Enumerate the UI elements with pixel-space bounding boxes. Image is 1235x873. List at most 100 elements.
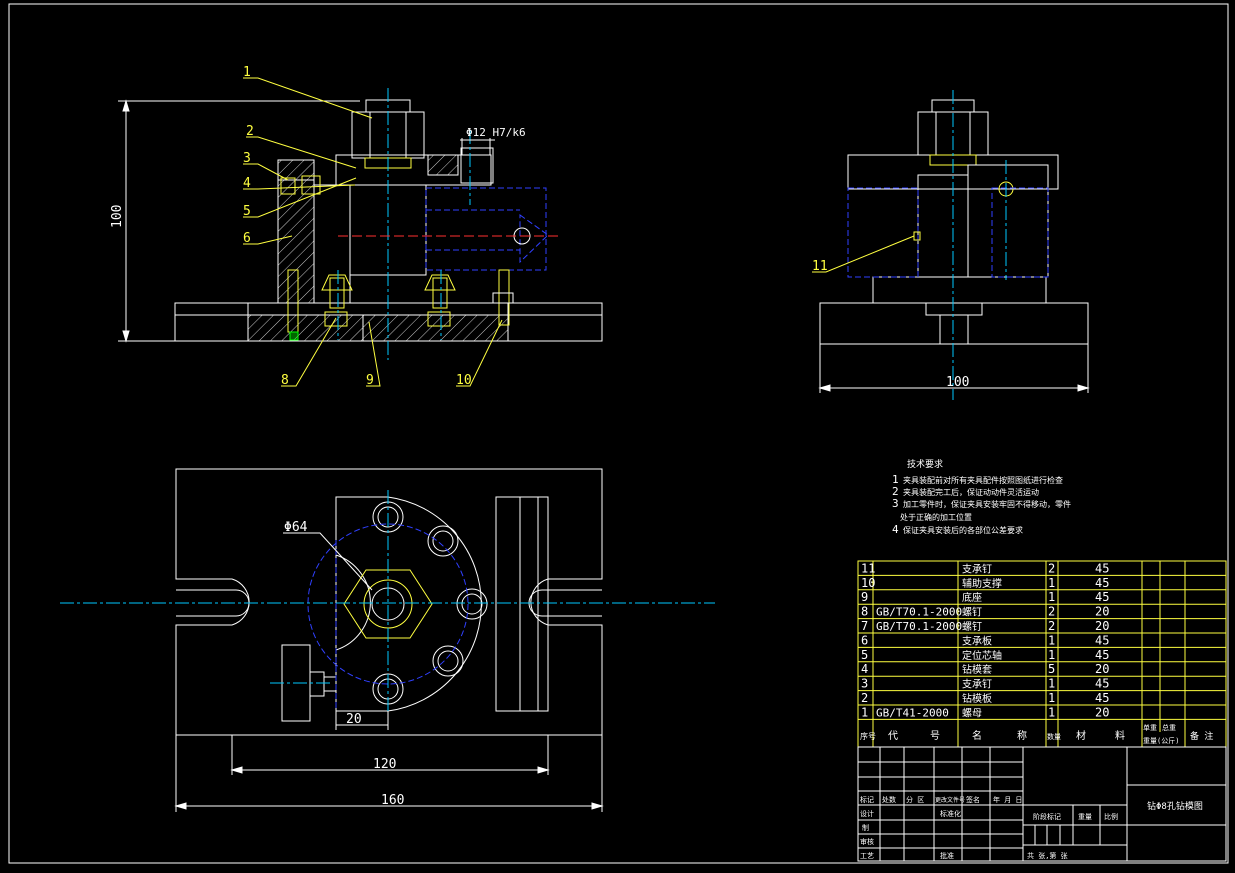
svg-text:比例: 比例 [1104,812,1118,821]
dim-outer-160: 160 [381,793,404,808]
svg-text:年 月 日: 年 月 日 [993,795,1022,804]
note-item-2: 2 夹具装配完工后，保证动动件灵活运动 [892,485,1039,498]
bom-cell-name: 螺母 [962,707,982,719]
note-item-3b: 处于正确的加工位置 [900,512,972,522]
drawing-title: 钻Φ8孔钻模图 [1147,800,1203,812]
note-item-4: 4 保证夹具安装后的各部位公差要求 [892,523,1023,536]
bom-cell-name: 钻模板 [962,692,992,705]
svg-text:标准化: 标准化 [940,809,961,818]
bom-cell-no: 10 [861,576,875,590]
bom-cell-mat: 45 [1095,633,1109,647]
side-view [818,90,1090,400]
bom-cell-no: 5 [861,648,868,662]
bom-cell-qty: 1 [1048,633,1055,647]
part-label-1: 1 [243,65,251,80]
part-label-5: 5 [243,204,251,219]
bom-cell-qty: 1 [1048,576,1055,590]
part-label-8: 8 [281,373,289,388]
dim-inner-120: 120 [373,757,396,772]
svg-text:标记: 标记 [860,795,874,804]
part-label-9: 9 [366,373,374,388]
bom-cell-name: 支承钉 [962,563,992,575]
svg-text:代: 代 [888,730,898,742]
bom-cell-mat: 45 [1095,576,1109,590]
svg-text:工艺: 工艺 [860,852,874,860]
svg-text:4: 4 [892,523,899,536]
support-plate [277,159,315,304]
part-label-2: 2 [246,124,254,139]
dim-height-100: 100 [110,205,125,228]
bom-cell-name: 支承板 [962,634,992,647]
dim-offset-20: 20 [346,712,362,727]
bom-cell-qty: 1 [1048,705,1055,719]
front-view [118,88,603,360]
svg-text:材: 材 [1076,729,1086,742]
bom-cell-no: 11 [861,561,875,575]
note-item-1: 1 夹具装配前对所有夹具配件按照图纸进行检查 [892,473,1063,486]
base-hatch-left [247,314,364,342]
svg-text:夹具装配前对所有夹具配件按照图纸进行检查: 夹具装配前对所有夹具配件按照图纸进行检查 [903,475,1063,485]
bom-cell-code: GB/T41-2000 [876,706,949,719]
bom-cell-qty: 1 [1048,648,1055,662]
bom-cell-no: 9 [861,590,868,604]
bom-cell-mat: 20 [1095,705,1109,719]
bom-cell-code: GB/T70.1-2000 [876,620,962,633]
front-part-labels: 1 2 3 4 5 6 8 9 10 100 Φ12 H7/k6 [110,65,526,388]
svg-text:夹具装配完工后，保证动动件灵活运动: 夹具装配完工后，保证动动件灵活运动 [903,487,1039,497]
bom-cell-no: 2 [861,691,868,705]
svg-text:重量(公斤): 重量(公斤) [1143,736,1179,745]
bom-cell-mat: 45 [1095,561,1109,575]
bom-cell-mat: 20 [1095,619,1109,633]
svg-text:保证夹具安装后的各部位公差要求: 保证夹具安装后的各部位公差要求 [903,525,1023,535]
svg-text:序号: 序号 [860,731,876,741]
drill-plate [335,154,492,186]
bom-cell-code: GB/T70.1-2000 [876,606,962,619]
svg-text:1: 1 [892,473,899,486]
svg-text:2: 2 [892,485,899,498]
bom-cell-no: 4 [861,662,868,676]
notes-heading: 技术要求 [907,458,943,470]
front-leaders [243,77,503,387]
svg-text:阶段标记: 阶段标记 [1033,812,1061,821]
side-base [819,302,1089,345]
svg-text:审核: 审核 [860,837,874,846]
drawing-border [8,3,1229,864]
bom-cell-no: 3 [861,677,868,691]
bom-cell-qty: 1 [1048,590,1055,604]
technical-notes: 技术要求 1 夹具装配前对所有夹具配件按照图纸进行检查 2 夹具装配完工后，保证动动… [892,458,1071,536]
bom-cell-qty: 5 [1048,662,1055,676]
bom-table [857,560,1227,748]
dim-bore-fit: Φ12 H7/k6 [466,126,526,139]
bom-cell-mat: 20 [1095,662,1109,676]
svg-text:签名: 签名 [966,795,980,804]
bom-cell-mat: 45 [1095,691,1109,705]
part-label-6: 6 [243,231,251,246]
bom-cell-name: 钻模套 [962,663,992,676]
top-view [60,468,715,812]
bom-cell-name: 螺钉 [962,621,982,633]
svg-text:处数: 处数 [882,795,896,804]
svg-text:更改文件号: 更改文件号 [935,796,965,804]
svg-text:号: 号 [930,730,940,742]
svg-text:3: 3 [892,497,899,510]
bom-cell-name: 螺钉 [962,607,982,619]
bom-cell-no: 7 [861,619,868,633]
bom-cell-name: 辅助支撑 [962,577,1002,590]
part-label-10: 10 [456,373,472,388]
svg-text:批准: 批准 [940,851,954,860]
bom-cell-qty: 2 [1048,605,1055,619]
bom-cell-no: 8 [861,605,868,619]
bom-cell-qty: 2 [1048,561,1055,575]
svg-text:备 注: 备 注 [1190,730,1213,742]
bom-cell-mat: 45 [1095,648,1109,662]
svg-text:制: 制 [862,823,869,832]
bom-cell-name: 底座 [962,591,982,604]
bom-cell-qty: 1 [1048,691,1055,705]
bom-cell-no: 1 [861,705,868,719]
part-label-11: 11 [812,259,828,274]
svg-text:重量: 重量 [1078,813,1092,821]
title-block [857,746,1227,862]
